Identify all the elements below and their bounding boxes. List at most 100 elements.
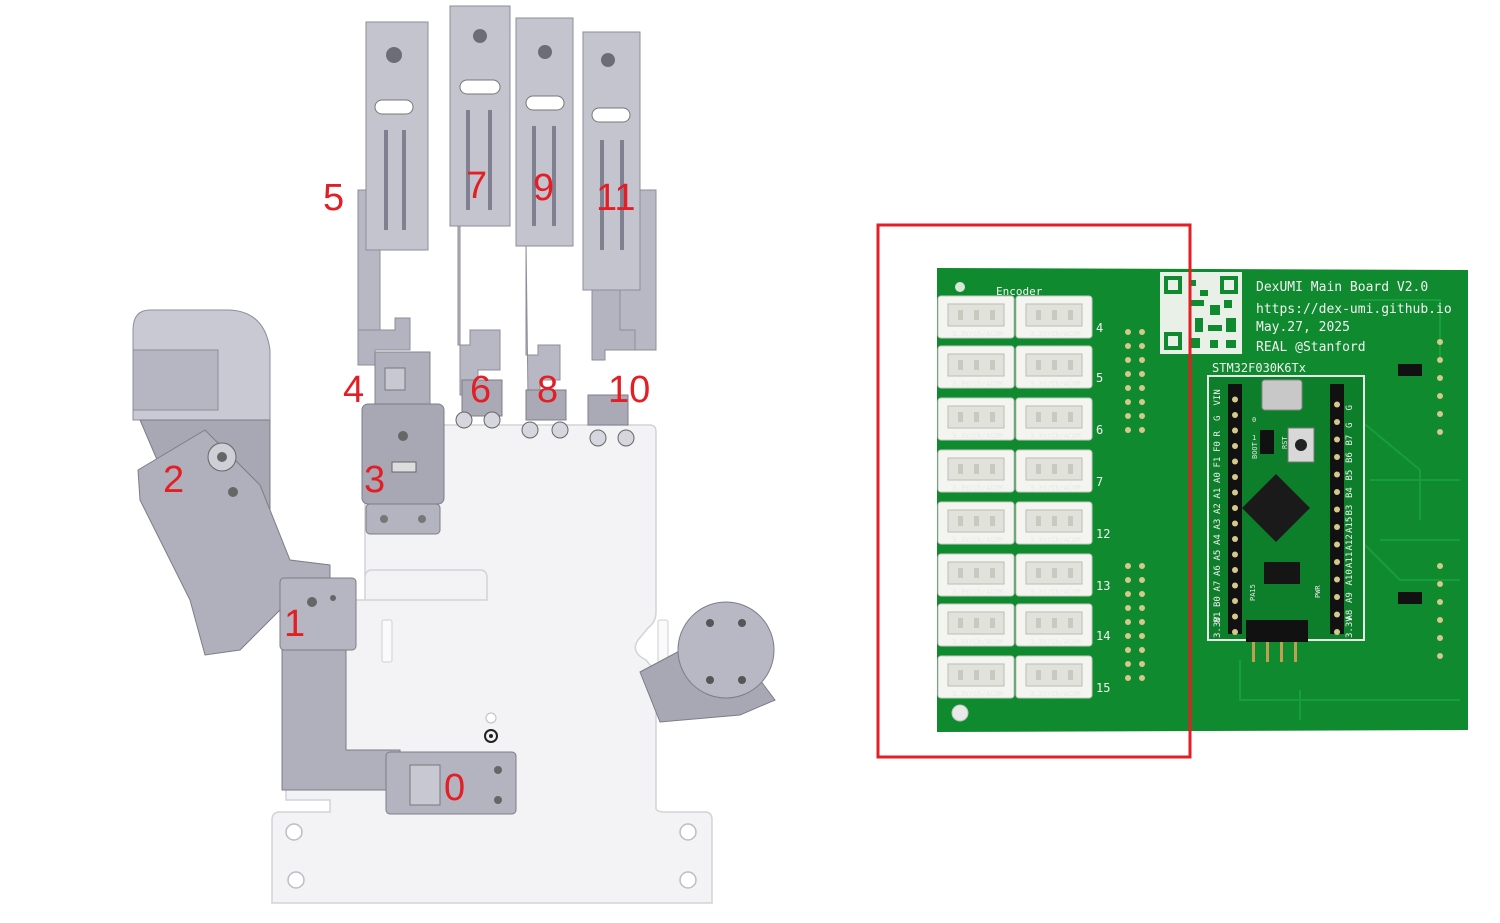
channel-number: 12 xyxy=(1096,527,1110,541)
connector-pin-label: 3.3V/Ch/ACOM xyxy=(952,690,1003,698)
pin-label: A7 xyxy=(1213,581,1223,592)
pa15-label: PA15 xyxy=(1249,584,1257,601)
encoder-connector: 3.3V/Ch/ACOM xyxy=(937,449,1015,493)
finger-link-5 xyxy=(357,21,429,366)
joint-label-4: 4 xyxy=(343,369,364,411)
board-url: https://dex-umi.github.io xyxy=(1256,302,1452,317)
connector-pin-label: 3.3V/Ch/ACOM xyxy=(1030,330,1081,338)
plate-hole xyxy=(679,871,697,889)
encoder-connector: 3.3V/Ch/ACOM xyxy=(937,501,1015,545)
encoder-connector: 3.3V/Ch/ACOM xyxy=(1015,295,1093,339)
pin-label: A15 xyxy=(1345,517,1355,533)
boot-label: BOOT xyxy=(1251,441,1259,459)
board-lab: REAL @Stanford xyxy=(1256,340,1366,355)
connector-pin-label: 3.3V/Ch/ACOM xyxy=(1030,536,1081,544)
connector-pin-label: 3.3V/Ch/ACOM xyxy=(952,638,1003,646)
header-pin xyxy=(1232,474,1238,480)
finger-link-9 xyxy=(515,17,574,439)
joint-label-6: 6 xyxy=(470,369,491,411)
pcb-pad xyxy=(1139,577,1145,583)
channel-number: 7 xyxy=(1096,475,1103,489)
header-pin xyxy=(1232,629,1238,635)
header-pin xyxy=(1334,559,1340,565)
header-pin xyxy=(1334,401,1340,408)
pin-label: 3.3V xyxy=(1345,616,1355,638)
pcb-pad xyxy=(1125,399,1131,405)
connector-pin-label: 3.3V/Ch/ACOM xyxy=(952,380,1003,388)
encoder-connector: 3.3V/Ch/ACOM xyxy=(1015,603,1093,647)
encoder-pad-columns xyxy=(1125,329,1145,681)
header-pin xyxy=(1232,489,1238,496)
encoder-connector: 3.3V/Ch/ACOM xyxy=(937,295,1015,339)
pcb-pad xyxy=(1139,357,1145,363)
pcb-pad xyxy=(1139,413,1145,419)
header-pin xyxy=(1334,506,1340,513)
mcu-label: STM32F030K6Tx xyxy=(1212,361,1306,375)
pcb-pad xyxy=(1125,371,1131,377)
connector-pin-label: 3.3V/Ch/ACOM xyxy=(1030,380,1081,388)
encoder-connector: 3.3V/Ch/ACOM xyxy=(937,397,1015,441)
channel-number: 14 xyxy=(1096,629,1110,643)
finger-joint-4 xyxy=(374,351,431,405)
encoder-connector: 3.3V/Ch/ACOM xyxy=(1015,397,1093,441)
joint-label-11: 11 xyxy=(596,177,635,219)
pcb-pad xyxy=(1125,563,1131,569)
pcb-pad xyxy=(1139,329,1145,335)
encoder-header-label: Encoder xyxy=(996,285,1043,298)
encoder-connector: 3.3V/Ch/ACOM xyxy=(937,655,1015,699)
header-pin xyxy=(1232,598,1238,604)
pcb-pad xyxy=(1125,413,1131,419)
encoder-connector: 3.3V/Ch/ACOM xyxy=(1015,345,1093,389)
mcu-module: BOOT RST PA15 PWR 0 1 3.3VB1B0A7A6A5A4A3… xyxy=(1207,375,1365,662)
pin-label: 3.3V xyxy=(1213,616,1223,638)
pcb-connector-slot xyxy=(1398,364,1422,376)
pcb-pad xyxy=(1139,675,1145,681)
pin-label: B7 xyxy=(1345,435,1355,446)
header-pin xyxy=(1334,629,1340,635)
connector-pin-label: 3.3V/Ch/ACOM xyxy=(952,484,1003,492)
thumb-joint-1 xyxy=(279,577,401,791)
header-pin xyxy=(1334,489,1340,495)
pin-label: B0 xyxy=(1213,596,1223,607)
channel-number: 15 xyxy=(1096,681,1110,695)
pin-label: A1 xyxy=(1213,488,1223,499)
connector-pin-label: 3.3V/Ch/ACOM xyxy=(952,330,1003,338)
pcb-pad xyxy=(1139,385,1145,391)
connector-pin-label: 3.3V/Ch/ACOM xyxy=(952,432,1003,440)
pcb-pad xyxy=(1139,591,1145,597)
plate-slot-left xyxy=(381,619,393,663)
pcb-pad xyxy=(1125,591,1131,597)
side-servo xyxy=(639,601,776,723)
pcb-pad xyxy=(1125,675,1131,681)
encoder-connector: 3.3V/Ch/ACOM xyxy=(1015,501,1093,545)
joint-label-10: 10 xyxy=(608,369,650,411)
plate-hole xyxy=(679,823,697,841)
header-pin xyxy=(1334,436,1340,443)
joint-label-2: 2 xyxy=(163,459,184,501)
header-pin xyxy=(1232,582,1238,589)
pin-label: A3 xyxy=(1213,519,1223,530)
plate-marker-dot xyxy=(489,734,493,738)
one-label: 1 xyxy=(1252,434,1256,442)
header-pin xyxy=(1232,505,1238,511)
encoder-connector: 3.3V/Ch/ACOM xyxy=(1015,655,1093,699)
pcb-pad xyxy=(1125,385,1131,391)
joint-label-9: 9 xyxy=(533,167,554,209)
pin-label: A4 xyxy=(1213,534,1223,545)
pcb-pad xyxy=(1125,661,1131,667)
zero-label: 0 xyxy=(1252,416,1256,424)
header-pin xyxy=(1334,524,1340,530)
pcb-pad xyxy=(1125,357,1131,363)
pin-label: B1 xyxy=(1213,612,1223,623)
plate-hole xyxy=(485,712,497,724)
pcb-connector-slot xyxy=(1398,592,1422,604)
channel-number: 6 xyxy=(1096,423,1103,437)
joint-label-0: 0 xyxy=(444,767,465,809)
encoder-connector: 3.3V/Ch/ACOM xyxy=(937,553,1015,597)
servo-3 xyxy=(361,403,445,535)
connector-pin-label: 3.3V/Ch/ACOM xyxy=(1030,588,1081,596)
